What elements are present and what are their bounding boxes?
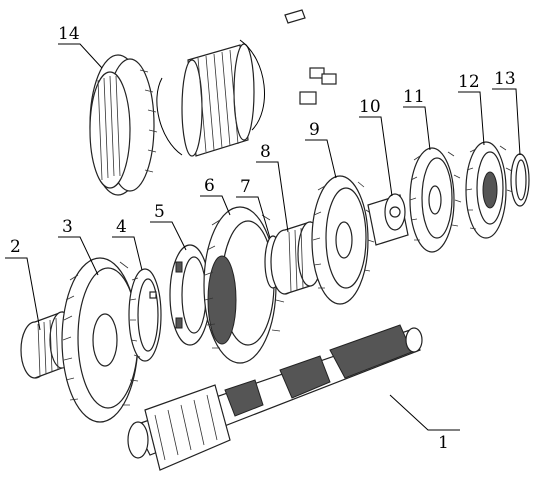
synchro-hub-5 [169,244,211,346]
leader-lines [5,43,521,431]
label-13: 13 [494,69,516,89]
gear-12 [465,141,514,239]
label-10: 10 [359,97,381,117]
label-11: 11 [403,87,425,107]
label-1: 1 [438,433,449,453]
snap-ring-13 [510,153,530,207]
gear-9 [311,175,375,305]
label-6: 6 [204,176,215,196]
sleeve-10 [367,193,409,246]
label-4: 4 [116,217,127,237]
part-number-labels: 2 3 4 5 6 7 8 9 10 11 12 13 14 1 [10,24,516,453]
label-9: 9 [309,120,320,140]
label-8: 8 [260,142,271,162]
label-3: 3 [62,217,73,237]
main-shaft [127,324,423,471]
label-12: 12 [458,72,480,92]
synchro-ring-4 [128,268,162,362]
small-keys [149,9,337,299]
helical-gear-3 [61,257,143,423]
label-2: 2 [10,237,21,257]
synchro-sleeve-14 [89,54,158,196]
gear-11 [409,147,462,253]
label-5: 5 [154,202,165,222]
synchro-hub-assembly [156,39,265,157]
label-14: 14 [58,24,80,44]
label-7: 7 [240,177,251,197]
gear-6 [203,206,285,364]
